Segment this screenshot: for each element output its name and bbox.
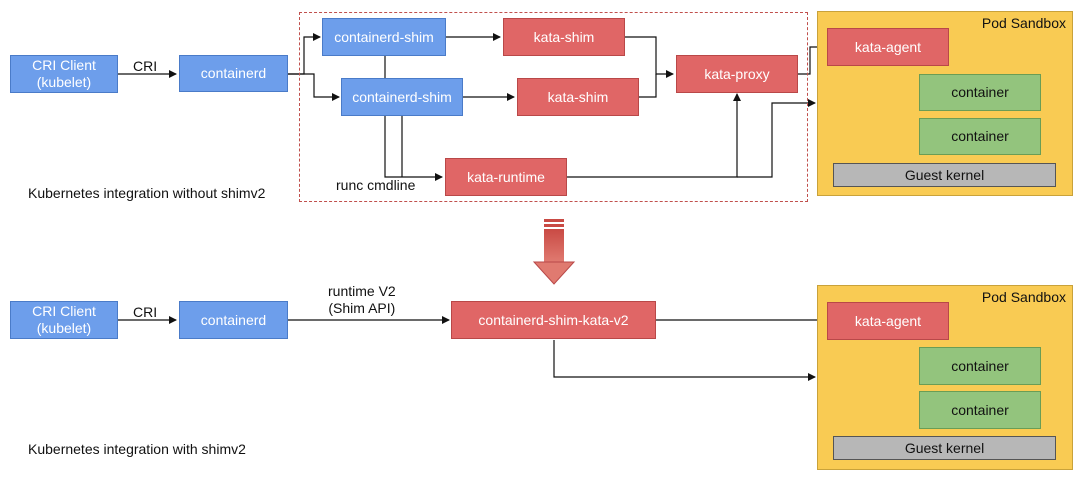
transition-arrow bbox=[532, 219, 576, 285]
containerd-to-shim2-arrow bbox=[288, 73, 340, 101]
containerd-box-bottom: containerd bbox=[179, 301, 288, 339]
containerd-shim-box-1: containerd-shim bbox=[322, 18, 446, 56]
container-box-top-2: container bbox=[919, 118, 1041, 155]
shimv2-to-sandbox-arrow bbox=[553, 340, 816, 381]
cri-label-bottom: CRI bbox=[133, 304, 158, 320]
caption-with-shimv2: Kubernetes integration with shimv2 bbox=[28, 441, 246, 457]
container-box-bottom-2: container bbox=[919, 391, 1041, 429]
caption-without-shimv2: Kubernetes integration without shimv2 bbox=[28, 185, 266, 201]
container-box-top-1: container bbox=[919, 74, 1041, 111]
runc-cmdline-label: runc cmdline bbox=[336, 177, 416, 193]
kata-shim-box-2: kata-shim bbox=[517, 78, 639, 116]
kata-proxy-box: kata-proxy bbox=[676, 55, 798, 93]
kata-runtime-box: kata-runtime bbox=[445, 158, 567, 196]
containerd-shim-box-2: containerd-shim bbox=[341, 78, 463, 116]
shim-group-dashed-outline bbox=[299, 12, 808, 202]
guest-kernel-box-bottom: Guest kernel bbox=[833, 436, 1056, 460]
cri-label-top: CRI bbox=[133, 58, 158, 74]
cri-client-box-bottom: CRI Client (kubelet) bbox=[10, 301, 118, 339]
kata-shim-box-1: kata-shim bbox=[503, 18, 625, 56]
shim-to-runtime-arrow bbox=[384, 116, 443, 181]
kata-agent-box-bottom: kata-agent bbox=[827, 302, 949, 340]
pod-sandbox-title-bottom: Pod Sandbox bbox=[981, 289, 1066, 305]
cri-client-box-top: CRI Client (kubelet) bbox=[10, 55, 118, 93]
guest-kernel-box-top: Guest kernel bbox=[833, 163, 1056, 187]
pod-sandbox-title-top: Pod Sandbox bbox=[981, 15, 1066, 31]
container-box-bottom-1: container bbox=[919, 347, 1041, 385]
containerd-box-top: containerd bbox=[179, 55, 288, 92]
containerd-shim-kata-v2-box: containerd-shim-kata-v2 bbox=[451, 301, 656, 339]
runtime-to-sandbox-arrow bbox=[737, 99, 816, 178]
runtime-v2-label: runtime V2 (Shim API) bbox=[328, 283, 396, 316]
katashim1-to-proxy-arrow bbox=[625, 36, 674, 78]
kata-agent-box-top: kata-agent bbox=[827, 28, 949, 66]
katashim2-to-proxy-line bbox=[639, 74, 657, 98]
